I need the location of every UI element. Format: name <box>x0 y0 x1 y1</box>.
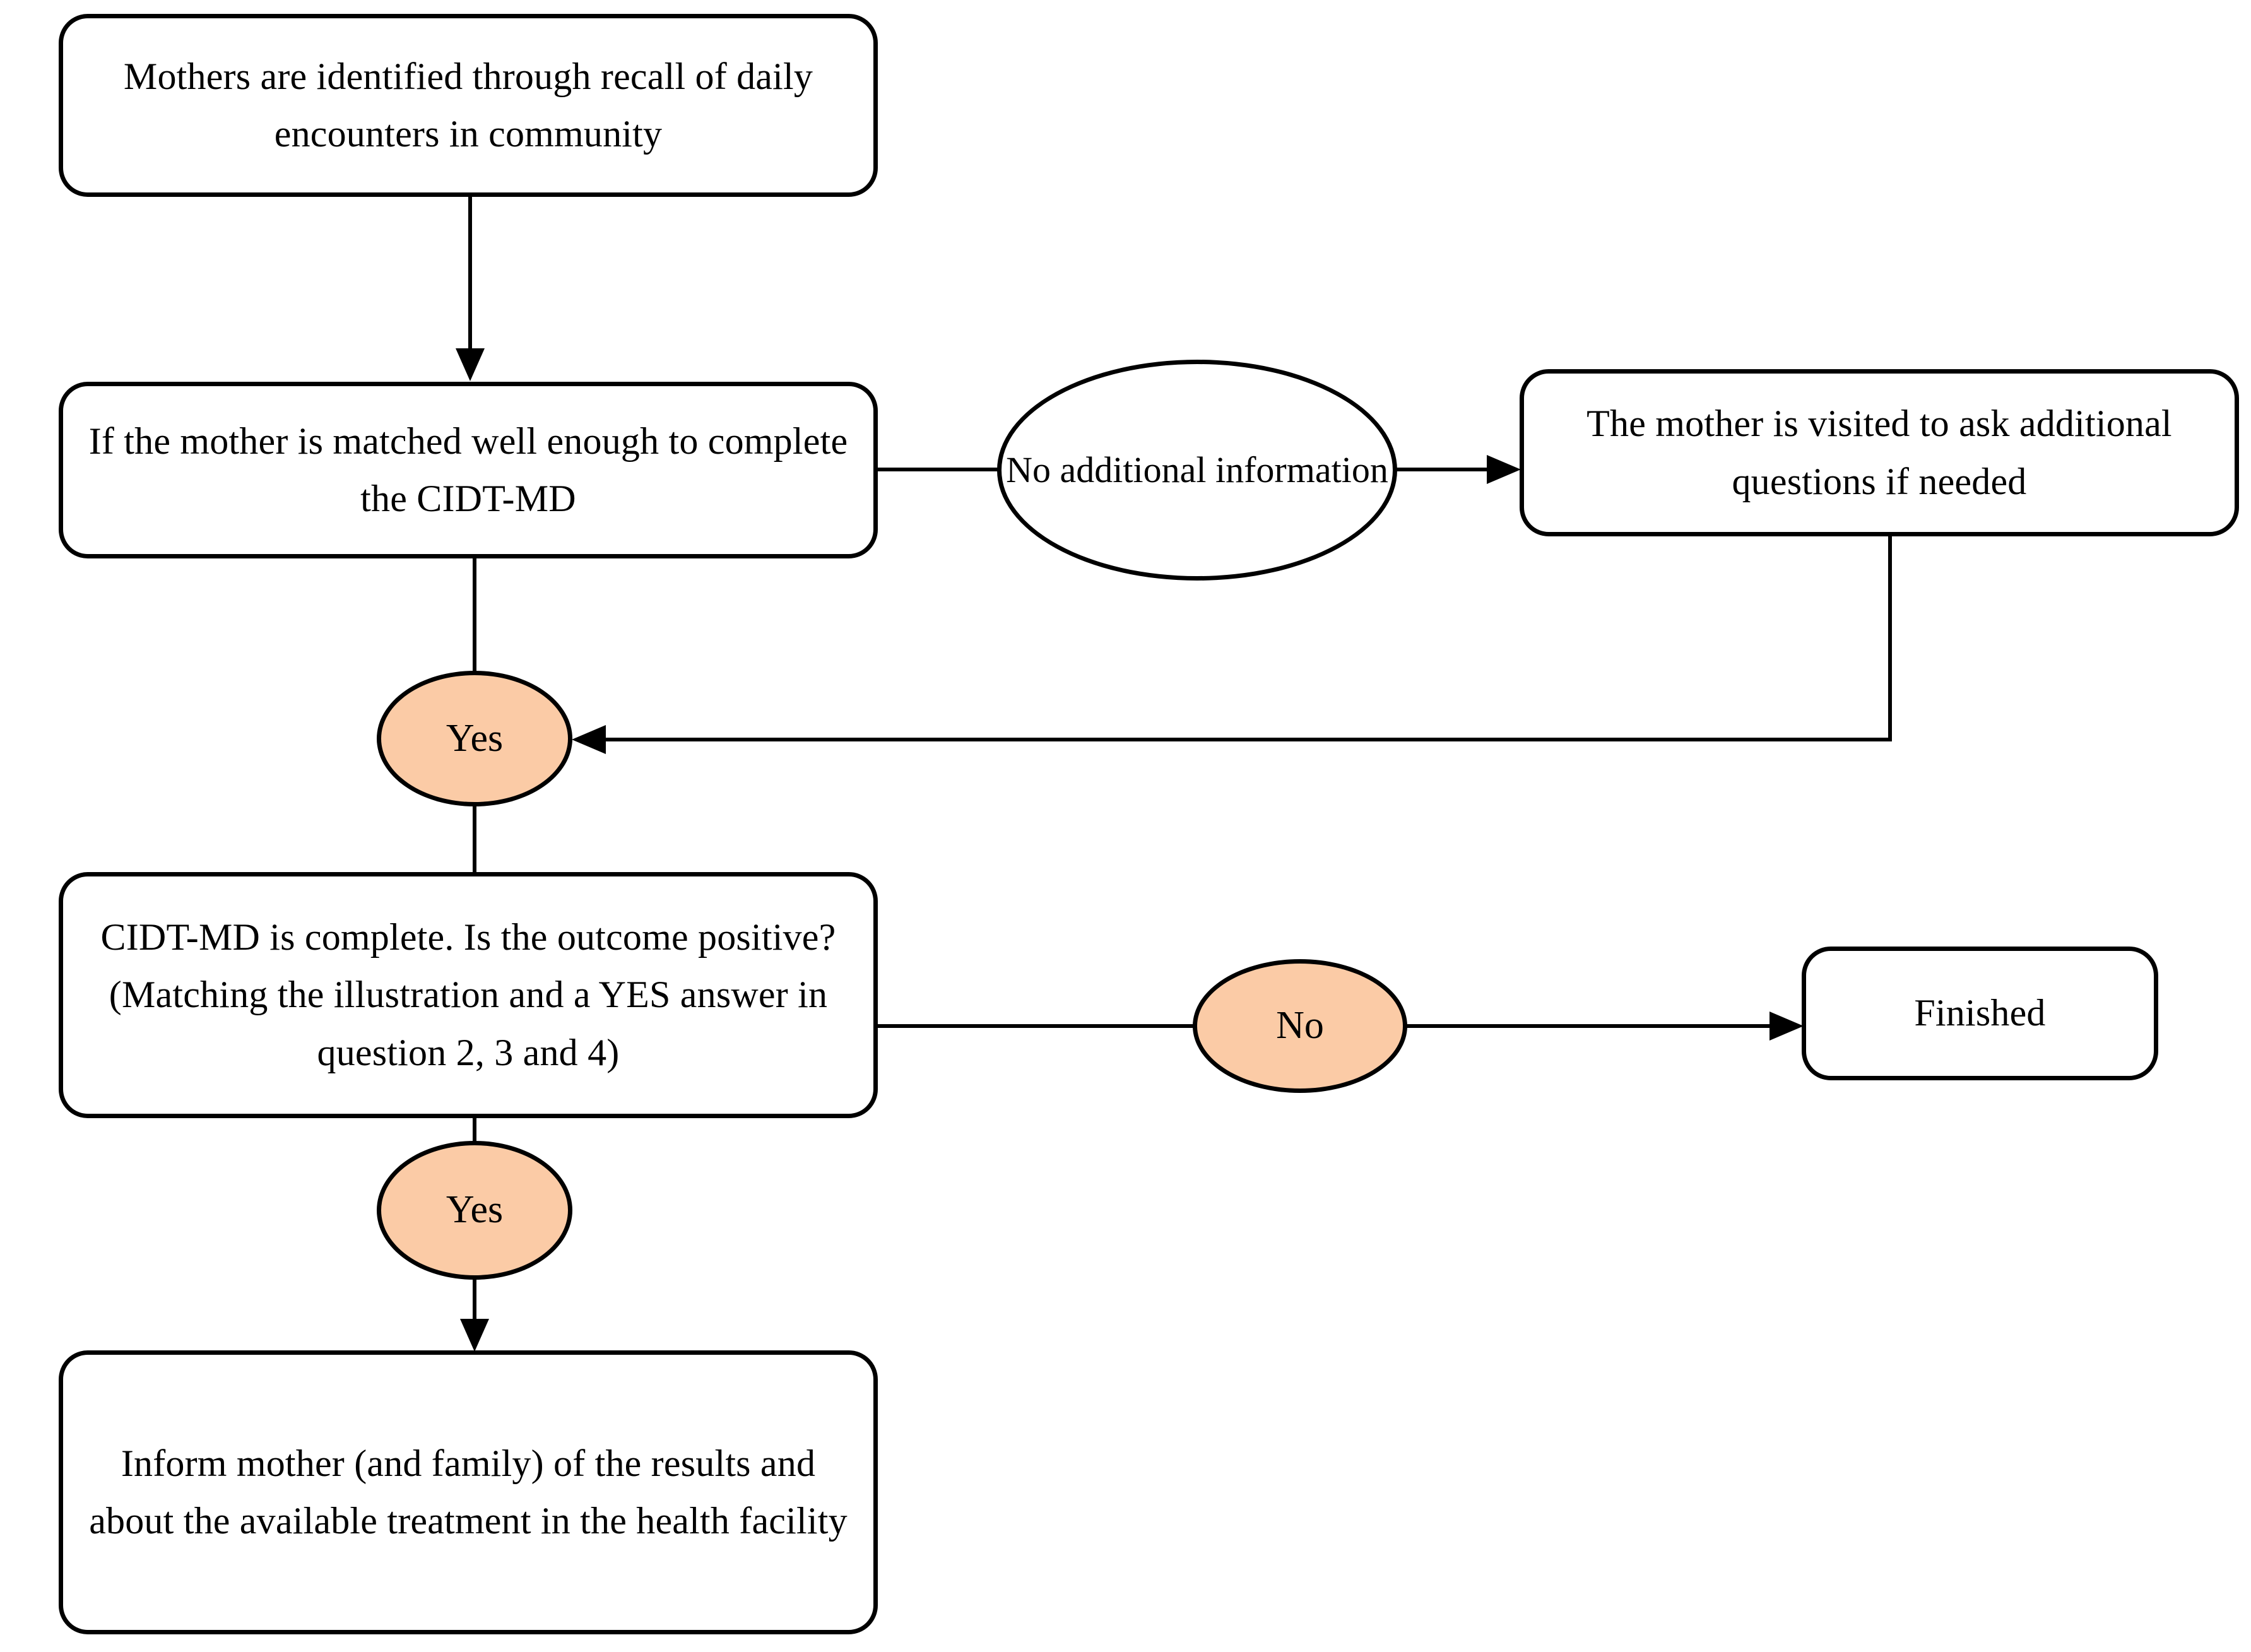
node-label: CIDT-MD is complete. Is the outcome posi… <box>100 916 836 1073</box>
node-no-additional-information[interactable]: No additional information <box>997 360 1397 581</box>
node-finished[interactable]: Finished <box>1802 947 2158 1080</box>
node-label: Yes <box>446 1188 504 1232</box>
node-yes-branch-outcome[interactable]: Yes <box>377 1141 572 1280</box>
node-mothers-identified[interactable]: Mothers are identified through recall of… <box>59 14 878 197</box>
edge-noinfo-to-visit <box>1396 455 1521 484</box>
node-label: Mothers are identified through recall of… <box>123 55 813 155</box>
edge-no-to-finished <box>1403 1012 1804 1041</box>
node-cidt-outcome-question[interactable]: CIDT-MD is complete. Is the outcome posi… <box>59 872 878 1118</box>
node-inform-mother-results[interactable]: Inform mother (and family) of the result… <box>59 1350 878 1634</box>
node-label: Yes <box>446 716 504 760</box>
node-label: Inform mother (and family) of the result… <box>89 1442 848 1542</box>
node-yes-branch-matched[interactable]: Yes <box>377 671 572 806</box>
edge-visit-to-yes1 <box>572 536 1892 754</box>
node-label: If the mother is matched well enough to … <box>88 420 848 519</box>
node-mother-visited[interactable]: The mother is visited to ask additional … <box>1520 369 2239 536</box>
node-label: Finished <box>1914 992 2046 1034</box>
node-no-branch-outcome[interactable]: No <box>1193 959 1407 1093</box>
edge-identify-to-match <box>456 197 485 381</box>
node-label: The mother is visited to ask additional … <box>1586 403 2172 502</box>
node-label: No additional information <box>1006 449 1388 490</box>
edge-yes2-to-inform <box>460 1276 489 1352</box>
node-mother-matched-check[interactable]: If the mother is matched well enough to … <box>59 382 878 558</box>
node-label: No <box>1276 1004 1324 1047</box>
